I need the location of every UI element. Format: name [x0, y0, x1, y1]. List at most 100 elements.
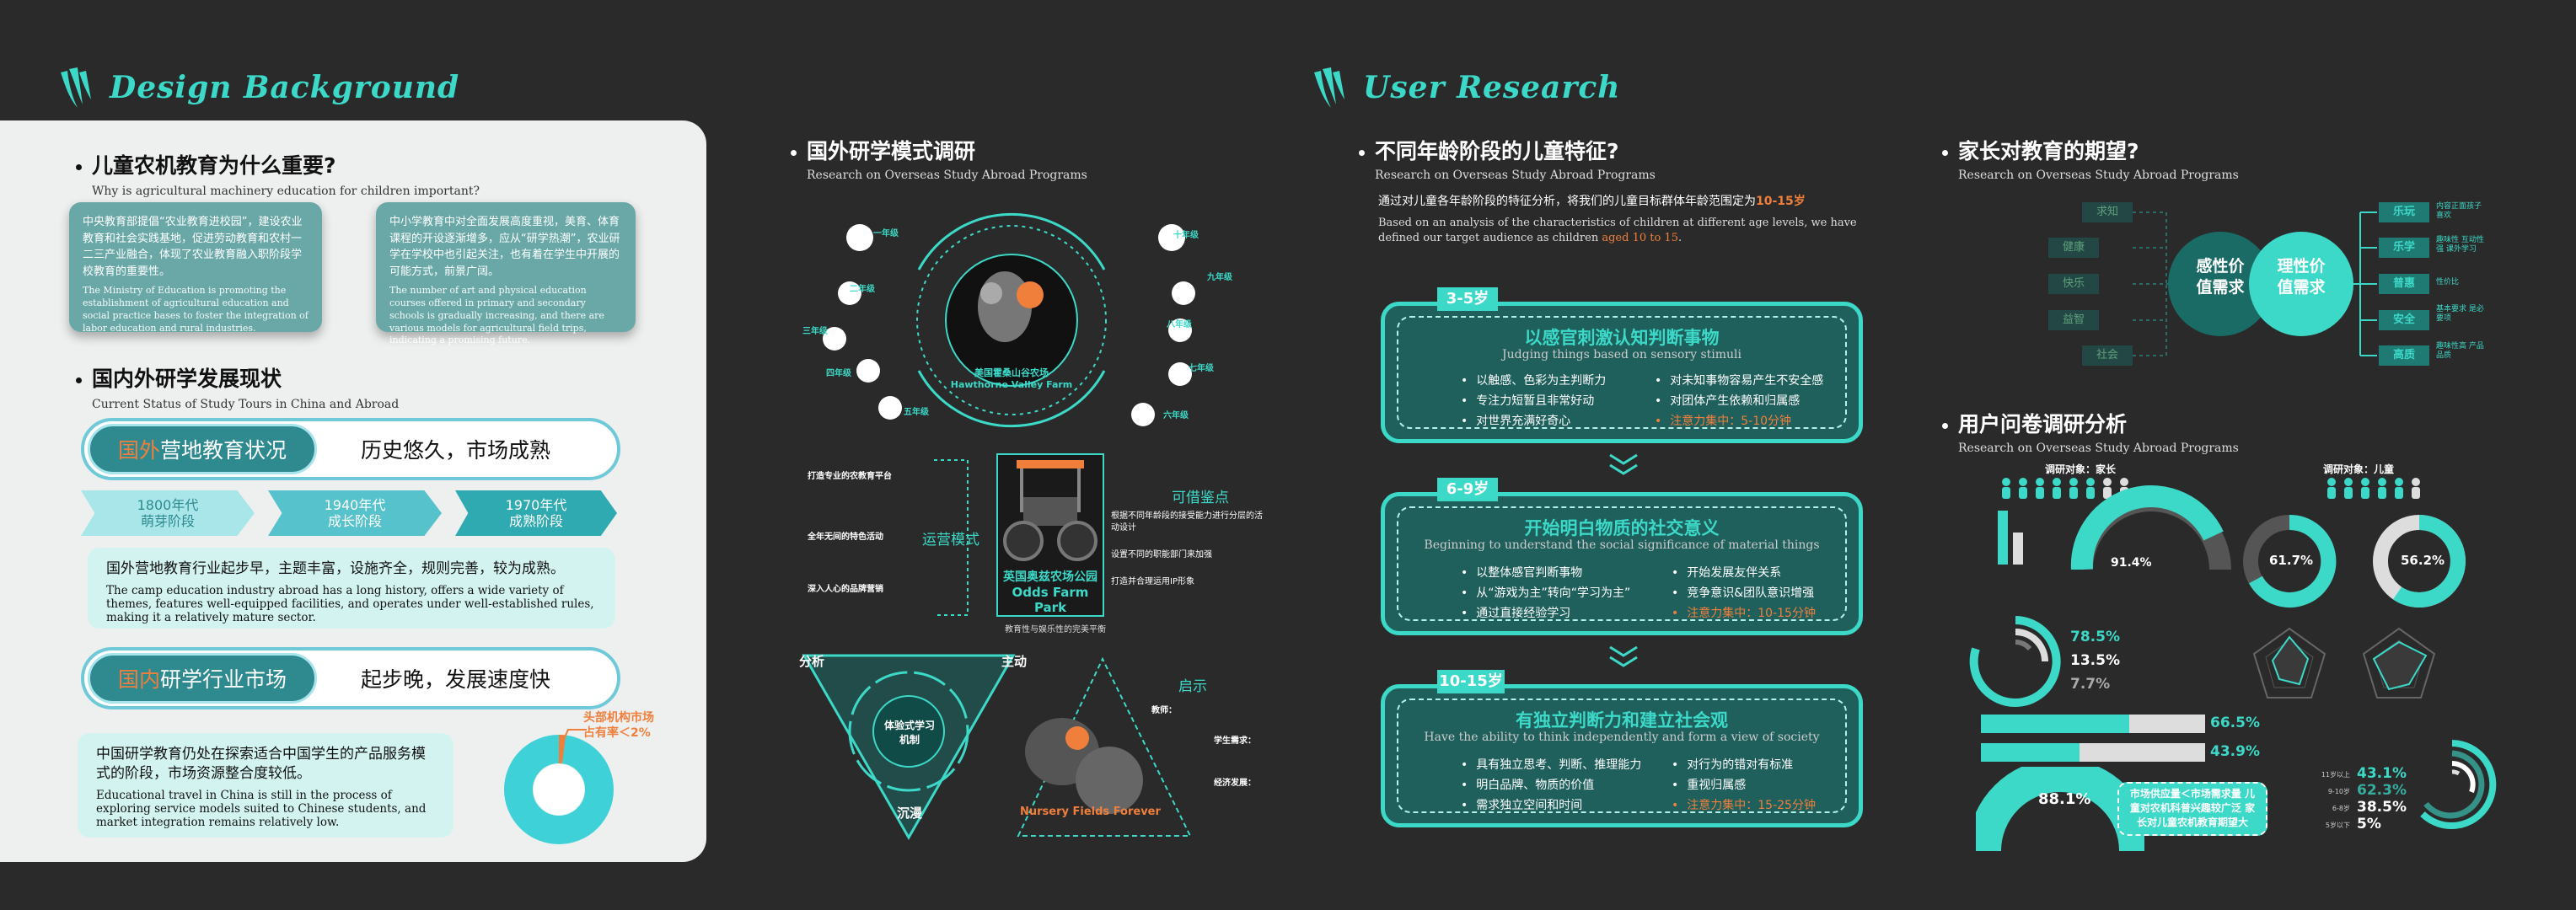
mode-bracket	[934, 459, 969, 616]
rational-item: 高质	[2379, 345, 2429, 366]
feasible-list: 根据不同年龄段的接受能力进行分层的活动设计 设置不同的职能部门来加强 打造并合理…	[1111, 511, 1263, 588]
odds-farm-zh: 英国奥兹农场公园	[1003, 570, 1097, 584]
pill-domestic-label: 研学行业市场	[160, 667, 287, 692]
survey-object-parent: 调研对象：家长	[2045, 463, 2117, 475]
survey-bar-1-value: 66.5%	[2210, 715, 2260, 731]
card-ministry-zh: 中央教育部提倡“农业教育进校园”，建设农业教育和社会实践基地，促进劳动教育和农村…	[83, 216, 303, 278]
age-trait: 对行为的错对有标准	[1672, 756, 1793, 773]
stage-timeline: 1800年代萌芽阶段 1940年代成长阶段 1970年代成熟阶段	[81, 490, 617, 536]
rational-item: 乐玩	[2379, 202, 2429, 222]
stage-1-name: 萌芽阶段	[140, 513, 195, 529]
feasible-item-3: 打造并合理运用IP形象	[1111, 577, 1194, 586]
rational-note: 性价比	[2436, 278, 2460, 286]
age-trait: 以触感、色彩为主判断力	[1461, 372, 1606, 388]
survey-conclusion: 市场供应量＜市场需求量 儿童对农机科普兴趣较广泛 家长对儿童农机教育期望大	[2117, 782, 2267, 836]
age-card-3-5: 3-5岁 以感官刺激认知判断事物 Judging things based on…	[1381, 287, 1863, 443]
ring-value-1: 78.5%	[2070, 629, 2120, 645]
hawthorne-grade-diagram	[823, 212, 1195, 428]
age-focus: 注意力集中：10-15分钟	[1672, 604, 1816, 621]
user-research-title: User Research	[1363, 70, 1621, 105]
children-title: 不同年龄阶段的儿童特征?	[1375, 139, 1619, 163]
feasible-item-1: 根据不同年龄段的接受能力进行分层的活动设计	[1111, 511, 1263, 533]
age-trait: 以整体感官判断事物	[1461, 564, 1582, 581]
emotional-item: 益智	[2048, 310, 2099, 330]
rational-value-bubble: 理性价值需求	[2277, 257, 2326, 297]
survey-heading: 用户问卷调研分析 Research on Overseas Study Abro…	[1942, 408, 2239, 455]
grade-7: 七年级	[1189, 364, 1214, 373]
children-heading: 不同年龄阶段的儿童特征? Research on Overseas Study …	[1359, 135, 1656, 182]
stage-3-name: 成熟阶段	[508, 513, 563, 529]
parent-survey-graphic	[1998, 478, 2231, 570]
stage-3-year: 1970年代	[505, 496, 567, 513]
age-focus: 注意力集中：5-10分钟	[1655, 412, 1791, 429]
info-card-schools: 中小学教育中对全面发展高度重视，美育、体育课程的开设逐渐增多，应从“研学热潮”，…	[376, 202, 636, 345]
chevron-down-icon	[1609, 645, 1638, 667]
right-ring-value: 5%	[2357, 816, 2381, 832]
age-trait: 通过直接经验学习	[1461, 604, 1570, 621]
feasible-label: 可借鉴点	[1172, 490, 1229, 506]
overseas-heading: 国外研学模式调研 Research on Overseas Study Abro…	[791, 135, 1087, 182]
domestic-summary: 中国研学教育仍处在探索适合中国学生的产品服务模式的阶段，市场资源整合度较低。 E…	[78, 733, 453, 838]
age-trait: 需求独立空间和时间	[1461, 796, 1582, 813]
rational-note: 趣味性高 产品品质	[2436, 342, 2484, 360]
right-ring-value: 62.3%	[2357, 782, 2407, 799]
children-intro-en-highlight: aged 10 to 15	[1602, 231, 1678, 244]
card-schools-en: The number of art and physical education…	[389, 285, 604, 346]
q2-heading: 国内外研学发展现状 Current Status of Study Tours …	[76, 362, 399, 411]
age-trait: 对团体产生依赖和归属感	[1655, 392, 1800, 409]
pill-domestic-highlight: 国内	[117, 667, 160, 692]
domestic-summary-zh: 中国研学教育仍处在探索适合中国学生的产品服务模式的阶段，市场资源整合度较低。	[96, 746, 426, 782]
market-share-donut	[504, 735, 614, 844]
age-rings-chart	[2420, 740, 2497, 829]
child-survey-graphic	[2243, 478, 2466, 608]
rational-item: 普惠	[2379, 274, 2429, 294]
nursery-cycle-diagram	[802, 654, 1192, 841]
parents-title: 家长对教育的期望?	[1958, 139, 2139, 163]
cycle-active: 主动	[1001, 654, 1028, 669]
design-background-title: Design Background	[110, 70, 460, 105]
grade-6: 六年级	[1163, 411, 1189, 420]
grade-8: 八年级	[1167, 320, 1192, 329]
grade-2: 二年级	[850, 285, 875, 294]
right-ring-value: 38.5%	[2357, 799, 2407, 816]
radar-charts	[2252, 627, 2436, 699]
overseas-title: 国外研学模式调研	[807, 139, 976, 163]
emotional-item: 求知	[2082, 202, 2133, 222]
age-trait: 重视归属感	[1672, 776, 1746, 793]
half-donut-value: 88.1%	[2038, 790, 2091, 808]
q2-title: 国内外研学发展现状	[92, 367, 282, 391]
survey-bar-2-track	[1981, 743, 2205, 762]
emotional-value-bubble: 感性价值需求	[2196, 257, 2245, 297]
age-trait: 从“游戏为主”转向“学习为主”	[1461, 584, 1630, 601]
q1-heading: 儿童农机教育为什么重要? Why is agricultural machine…	[76, 149, 480, 198]
parent-pie-value: 91.4%	[2111, 556, 2152, 570]
left-item-1: 打造专业的农教育平台	[808, 472, 892, 481]
q2-subtitle: Current Status of Study Tours in China a…	[92, 398, 400, 411]
rational-item: 乐学	[2379, 238, 2429, 258]
pill-domestic-right: 起步晚，发展速度快	[361, 667, 551, 692]
pill-domestic: 国内研学行业市场 起步晚，发展速度快	[81, 647, 620, 709]
inspire-label: 启示	[1178, 678, 1207, 695]
grade-10: 十年级	[1173, 231, 1199, 240]
age-trait: 开始发展友伴关系	[1672, 564, 1781, 581]
age-label-list: 11岁以上 9-10岁 6-8岁 5岁以下	[2311, 767, 2350, 834]
children-intro-zh-text: 通过对儿童各年龄阶段的特征分析，将我们的儿童目标群体年龄范围定为	[1378, 195, 1756, 208]
age-tag: 3-5岁	[1437, 287, 1498, 311]
child-pie-2-value: 56.2%	[2401, 553, 2445, 568]
right-ring-value: 43.1%	[2357, 765, 2407, 782]
hawthorne-farm-zh: 美国霍桑山谷农场	[974, 367, 1049, 378]
age-card-6-9: 6-9岁 开始明白物质的社交意义 Beginning to understand…	[1381, 478, 1863, 635]
left-item-3: 深入人心的品牌营销	[808, 585, 883, 594]
chevron-down-icon	[1609, 453, 1638, 475]
stage-2: 1940年代成长阶段	[268, 490, 442, 536]
right-ring-values: 43.1% 62.3% 38.5% 5%	[2357, 765, 2407, 832]
stage-3: 1970年代成熟阶段	[455, 490, 617, 536]
children-intro-en-text: Based on an analysis of the characterist…	[1378, 217, 1857, 244]
stage-1: 1800年代萌芽阶段	[81, 490, 255, 536]
survey-bar-1-fill	[1981, 715, 2129, 733]
leaf-logo-icon	[1314, 67, 1344, 108]
child-pie-1-value: 61.7%	[2269, 553, 2314, 568]
tractor-image-frame: 英国奥兹农场公园 Odds Farm Park	[996, 453, 1104, 617]
grade-9: 九年级	[1207, 273, 1232, 282]
rational-note: 内容正面孩子喜欢	[2436, 202, 2482, 220]
